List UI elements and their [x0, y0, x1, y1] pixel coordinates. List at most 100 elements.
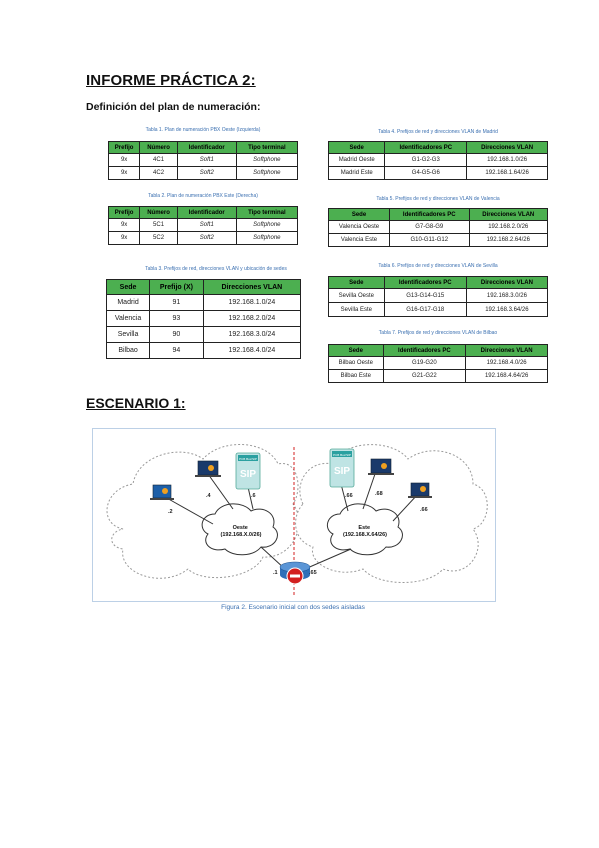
table-cell: G16-G17-G18 [383, 302, 467, 317]
table2-header: Número [139, 206, 178, 219]
table-row: Bilbao Oeste G19-G20 192.168.4.0/26 [328, 356, 548, 370]
table-cell: Softphone [235, 231, 299, 245]
table1: Prefijo Número Identificador Tipo termin… [107, 141, 299, 180]
east-pbx-brand: PCB Box/SIP [333, 453, 351, 457]
table-row: 9x 5C1 Soft1 Softphone [107, 218, 299, 232]
table-row: Madrid Este G4-G5-G6 192.168.1.64/26 [327, 166, 548, 180]
table-row: Valencia 93 192.168.2.0/24 [105, 310, 302, 327]
table5-header: Sede [327, 208, 391, 221]
table-row: 9x 5C2 Soft2 Softphone [107, 231, 299, 245]
table-cell: 192.168.2.64/26 [468, 233, 548, 247]
table-cell: 9x [107, 218, 141, 232]
table3-header: Sede [105, 279, 151, 295]
table2-header: Prefijo [107, 206, 141, 219]
table-cell: 4C1 [139, 153, 178, 167]
scenario-heading: ESCENARIO 1: [86, 395, 186, 411]
links [164, 473, 419, 570]
table2-header: Tipo terminal [235, 206, 299, 219]
east-cloud-label: Este (192.168.X.64/26) [343, 525, 387, 538]
table-cell: Madrid Este [327, 166, 386, 180]
table1-header: Número [139, 141, 178, 154]
table7-header: Direcciones VLAN [465, 344, 548, 357]
e-pbx-label: .66 [345, 493, 353, 499]
table4-header: Sede [327, 141, 386, 154]
w-pc2-label: .4 [206, 493, 212, 499]
table-cell: Softphone [235, 218, 299, 232]
table-cell: 9x [107, 166, 141, 180]
table6-caption: Tabla 6. Prefijos de red y direcciones V… [378, 263, 498, 269]
table-cell: 192.168.3.64/26 [465, 302, 549, 317]
table-cell: 9x [107, 231, 141, 245]
table6-header: Direcciones VLAN [465, 276, 549, 289]
table-cell: Valencia Este [327, 233, 391, 247]
w-router-label: .1 [273, 570, 278, 576]
table3: Sede Prefijo (X) Direcciones VLAN Madrid… [105, 279, 302, 359]
w-pbx-label: .6 [251, 493, 256, 499]
table-cell: Madrid [105, 294, 151, 311]
table-cell: Sevilla [105, 326, 151, 343]
table3-header: Prefijo (X) [149, 279, 204, 295]
table-cell: G19-G20 [382, 356, 467, 370]
table2: Prefijo Número Identificador Tipo termin… [107, 206, 299, 245]
east-pbx-icon: PCB Box/SIP SIP [329, 448, 355, 488]
table-cell: 192.168.3.0/26 [465, 288, 549, 303]
table-cell: 94 [149, 342, 204, 359]
west-subnet-cloud [201, 503, 278, 556]
west-pc-icon [150, 484, 174, 500]
table-cell: G13-G14-G15 [383, 288, 467, 303]
e-pc2-label: .66 [420, 507, 428, 513]
table7: Sede Identificadores PC Direcciones VLAN… [328, 344, 548, 383]
east-pc-2-icon [408, 482, 432, 498]
east-pc-icon [368, 458, 394, 475]
table3-header: Direcciones VLAN [202, 279, 302, 295]
table-cell: Valencia [105, 310, 151, 327]
table-row: Madrid Oeste G1-G2-G3 192.168.1.0/26 [327, 153, 548, 167]
table5: Sede Identificadores PC Direcciones VLAN… [327, 208, 548, 247]
table-cell: 192.168.4.0/24 [202, 342, 302, 359]
table-cell: G4-G5-G6 [384, 166, 468, 180]
table-cell: Madrid Oeste [327, 153, 386, 167]
e-pc-label: .68 [375, 491, 383, 497]
table-cell: Valencia Oeste [327, 220, 391, 234]
table-cell: 192.168.2.0/26 [468, 220, 548, 234]
figure-caption: Figura 2. Escenario inicial con dos sede… [221, 604, 365, 611]
table-row: Bilbao Este G21-G22 192.168.4.64/26 [328, 369, 548, 383]
table-cell: Soft2 [176, 166, 237, 180]
table4-header: Identificadores PC [384, 141, 468, 154]
stop-icon [286, 567, 304, 585]
table-cell: 192.168.3.0/24 [202, 326, 302, 343]
table-cell: G1-G2-G3 [384, 153, 468, 167]
table-cell: 5C1 [139, 218, 178, 232]
network-diagram-svg: PCB Box/SIP SIP PCB Box/SIP SIP [106, 444, 488, 597]
table1-header: Prefijo [107, 141, 141, 154]
table5-caption: Tabla 5. Prefijos de red y direcciones V… [376, 196, 500, 202]
table2-caption: Tabla 2. Plan de numeración PBX Este (De… [148, 193, 258, 199]
west-cloud-label: Oeste (192.168.X.0/26) [221, 525, 262, 538]
table7-caption: Tabla 7. Prefijos de red y direcciones V… [378, 330, 498, 336]
west-cloud-line: Oeste [233, 525, 248, 531]
network-diagram: PCB Box/SIP SIP PCB Box/SIP SIP [92, 428, 496, 602]
west-pc-2-icon [195, 460, 221, 477]
table5-header: Direcciones VLAN [468, 208, 548, 221]
table-cell: Sevilla Este [328, 302, 385, 317]
table-row: 9x 4C2 Soft2 Softphone [107, 166, 299, 180]
table-cell: Bilbao Oeste [328, 356, 384, 370]
table-row: Sevilla Oeste G13-G14-G15 192.168.3.0/26 [328, 288, 549, 303]
table-cell: 9x [107, 153, 141, 167]
table5-header: Identificadores PC [389, 208, 470, 221]
table-row: Bilbao 94 192.168.4.0/24 [105, 342, 302, 359]
table6: Sede Identificadores PC Direcciones VLAN… [328, 276, 549, 317]
report-title: INFORME PRÁCTICA 2: [86, 72, 256, 89]
table-cell: 192.168.1.64/26 [466, 166, 548, 180]
table-cell: 93 [149, 310, 204, 327]
table4-caption: Tabla 4. Prefijos de red y direcciones V… [378, 129, 498, 135]
table-cell: 192.168.2.0/24 [202, 310, 302, 327]
table6-header: Identificadores PC [383, 276, 467, 289]
table-cell: 4C2 [139, 166, 178, 180]
table-cell: 90 [149, 326, 204, 343]
west-pbx-icon: PCB Box/SIP SIP [235, 452, 261, 490]
table7-header: Identificadores PC [382, 344, 467, 357]
section-subtitle: Definición del plan de numeración: [86, 101, 261, 113]
east-cloud-line: Este [358, 525, 370, 531]
e-router-label: .65 [309, 570, 317, 576]
